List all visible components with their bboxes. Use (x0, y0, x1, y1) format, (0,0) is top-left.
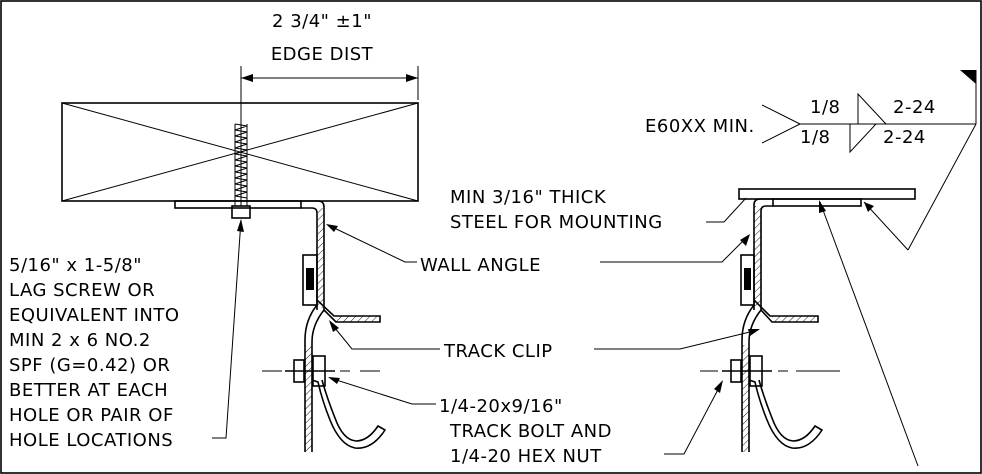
weld-bottom-size: 1/8 (800, 127, 830, 148)
weld-symbol (761, 70, 977, 251)
edge-distance-dimension (240, 66, 419, 112)
weld-top-length: 2-24 (893, 97, 936, 118)
track-bolt-line2: TRACK BOLT AND (449, 421, 612, 442)
mounting-steel-plate (738, 188, 916, 200)
track-clip-leader-left (329, 321, 440, 350)
right-track-clip (741, 299, 824, 452)
lag-screw-line2: LAG SCREW OR (9, 280, 155, 301)
track-bolt-line3: 1/4-20 HEX NUT (450, 446, 602, 467)
track-bolt-line1: 1/4-20x9/16" (439, 396, 563, 417)
track-clip-leader-right (594, 329, 759, 350)
mounting-steel-leader (706, 197, 747, 223)
wall-angle-leader-left (327, 224, 417, 263)
edge-distance-label: EDGE DIST (271, 44, 374, 65)
lag-screw-line5: SPF (G=0.42) OR (9, 355, 170, 376)
weld-top-size: 1/8 (810, 97, 840, 118)
mounting-steel-line1: MIN 3/16" THICK (450, 187, 607, 208)
left-wall-angle (174, 200, 325, 310)
lag-screw (231, 112, 251, 219)
lag-screw-line3: EQUIVALENT INTO (9, 305, 180, 326)
weld-bottom-length: 2-24 (883, 127, 926, 148)
lag-screw-leader (212, 219, 242, 439)
left-track-bolt (262, 355, 380, 387)
right-wall-angle (740, 198, 862, 310)
left-track-clip (304, 299, 387, 452)
track-bolt-leader-left (329, 377, 436, 405)
weld-electrode: E60XX MIN. (645, 116, 755, 137)
lag-screw-line4: MIN 2 x 6 NO.2 (9, 330, 151, 351)
mounting-steel-line2: STEEL FOR MOUNTING (450, 212, 663, 233)
lag-screw-line7: HOLE OR PAIR OF (9, 405, 174, 426)
right-track-bolt (700, 355, 840, 387)
lag-screw-line1: 5/16" x 1-5/8" (9, 255, 142, 276)
steel-plate-leader (819, 201, 919, 467)
lag-screw-line8: HOLE LOCATIONS (9, 430, 173, 451)
wall-angle-leader-right (600, 235, 749, 263)
wall-angle-label: WALL ANGLE (420, 255, 541, 276)
track-bolt-leader-right (664, 381, 723, 455)
track-clip-label: TRACK CLIP (443, 341, 553, 362)
lag-screw-line6: BETTER AT EACH (9, 380, 168, 401)
edge-distance-value: 2 3/4" ±1" (272, 11, 372, 32)
